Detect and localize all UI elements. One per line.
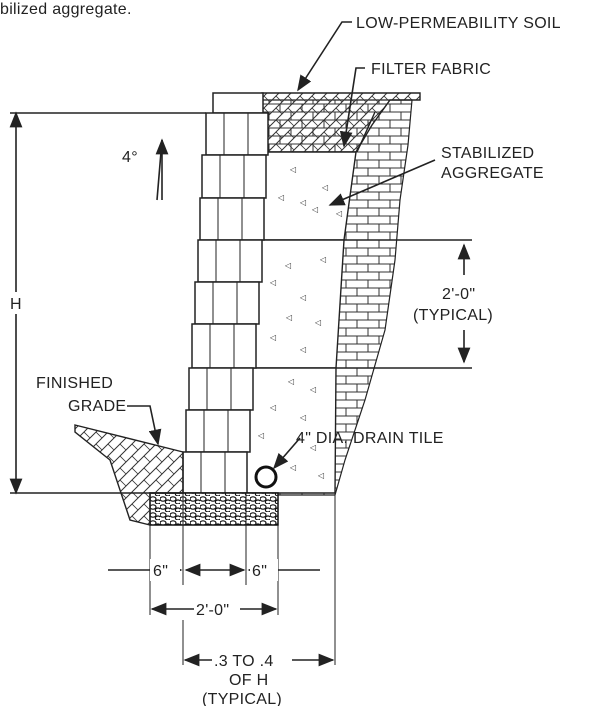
low-permeability-soil-label: LOW-PERMEABILITY SOIL (356, 15, 561, 32)
filter-fabric-label: FILTER FABRIC (371, 61, 491, 78)
aggregate-label: AGGREGATE (441, 165, 544, 182)
soil-leader (297, 21, 352, 92)
svg-text:◁: ◁ (321, 183, 328, 192)
svg-text:◁: ◁ (289, 463, 296, 472)
svg-text:◁: ◁ (311, 205, 318, 214)
svg-text:◁: ◁ (285, 313, 292, 322)
stabilized-label: STABILIZED (441, 145, 534, 162)
svg-text:◁: ◁ (299, 345, 306, 354)
svg-text:◁: ◁ (319, 255, 326, 264)
svg-text:◁: ◁ (284, 261, 291, 270)
filter-fabric-line (356, 111, 376, 153)
reinf-label-2: OF H (229, 672, 268, 689)
filter-fabric-leader (339, 67, 365, 148)
drain-tile-label: 4" DIA. DRAIN TILE (296, 430, 444, 447)
svg-text:◁: ◁ (335, 209, 342, 218)
spacing-typical-label: (TYPICAL) (413, 307, 493, 324)
reinf-label-3: (TYPICAL) (202, 691, 282, 706)
cap-block (212, 92, 264, 114)
svg-text:◁: ◁ (299, 198, 306, 207)
svg-text:◁: ◁ (299, 293, 306, 302)
leveling-pad (149, 492, 279, 526)
svg-text:◁: ◁ (317, 471, 324, 480)
svg-text:◁: ◁ (289, 165, 296, 174)
finished-grade-leader (127, 405, 162, 446)
svg-text:◁: ◁ (309, 443, 316, 452)
caption-fragment: bilized aggregate. (0, 1, 132, 18)
aggregate-layer-middle (249, 239, 345, 369)
dim-right-6-label: 6" (252, 563, 267, 580)
svg-text:◁: ◁ (287, 377, 294, 386)
dim-left-6-label: 6" (153, 563, 168, 580)
aggregate-leader (328, 159, 436, 206)
segmental-wall-blocks (182, 92, 269, 494)
finished-label: FINISHED (36, 375, 113, 392)
svg-text:◁: ◁ (314, 318, 321, 327)
dim-base-label: 2'-0" (196, 602, 229, 619)
svg-text:◁: ◁ (269, 278, 276, 287)
svg-text:◁: ◁ (299, 413, 306, 422)
svg-text:◁: ◁ (269, 333, 276, 342)
svg-text:◁: ◁ (257, 431, 264, 440)
reinf-label-1: .3 TO .4 (214, 653, 274, 670)
svg-text:◁: ◁ (269, 403, 276, 412)
height-label: H (10, 296, 22, 313)
svg-text:◁: ◁ (277, 193, 284, 202)
spacing-extension-lines (336, 239, 472, 369)
batter-label: 4° (122, 149, 138, 166)
grade-label: GRADE (68, 398, 126, 415)
drain-tile-leader (272, 437, 301, 470)
drain-tile (254, 465, 278, 489)
spacing-label: 2'-0" (442, 286, 475, 303)
svg-text:◁: ◁ (309, 385, 316, 394)
aggregate-layer-top (261, 151, 357, 241)
